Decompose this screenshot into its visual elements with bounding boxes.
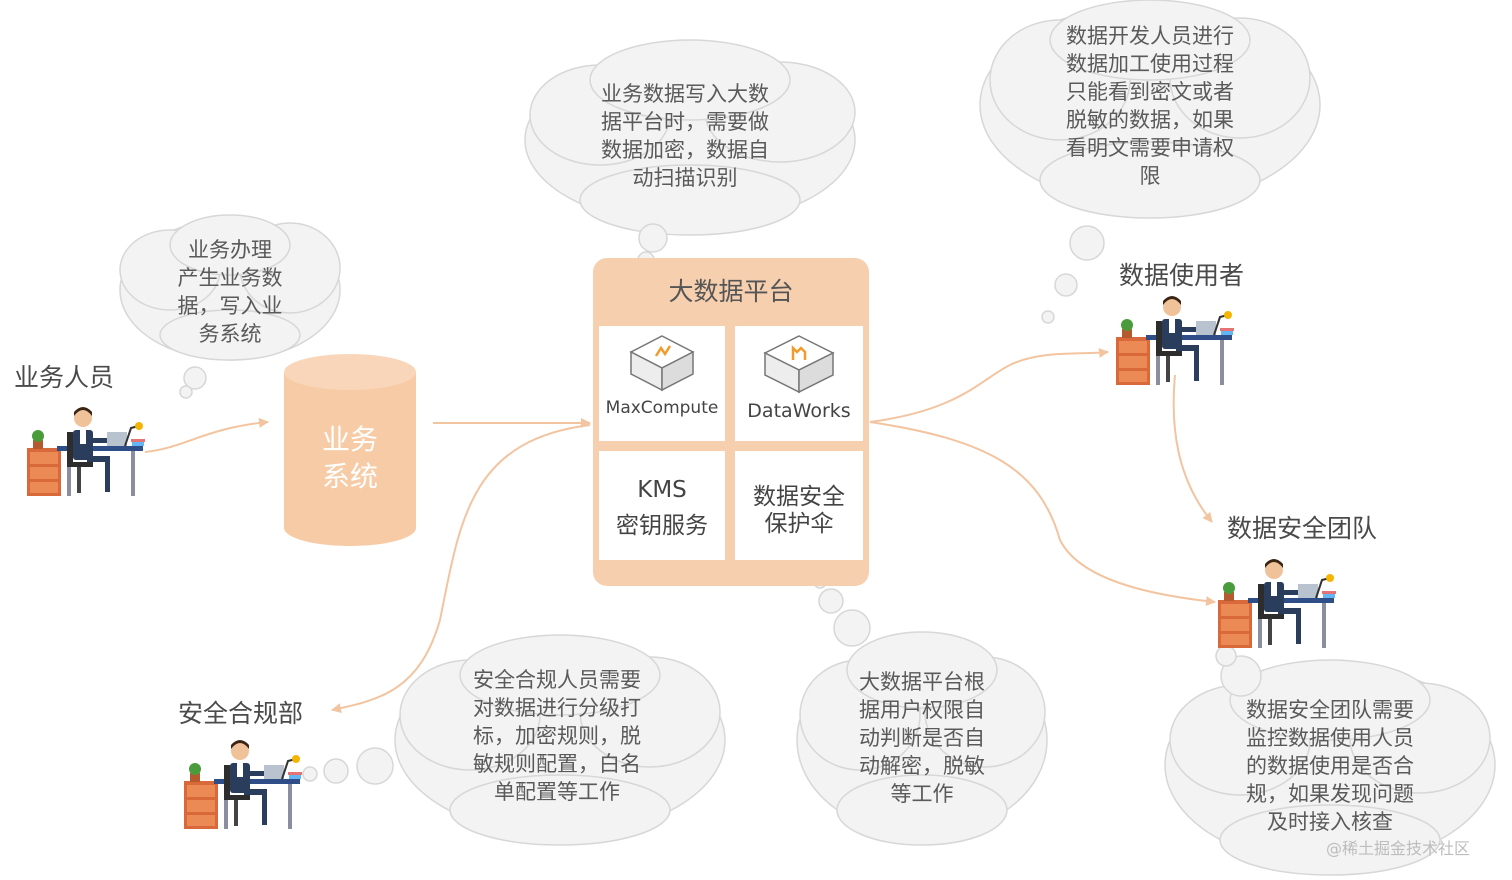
kms-label: KMS (637, 477, 687, 503)
kms-subtitle: 密钥服务 (616, 513, 708, 539)
cloud-text-platform-auth: 大数据平台根 据用户权限自 动判断是否自 动解密，脱敏 等工作 (842, 668, 1002, 808)
cloud-security-monitor (1164, 645, 1496, 876)
maxcompute-icon (629, 335, 695, 392)
dataworks-icon (763, 335, 835, 394)
cloud-text-security-monitor: 数据安全团队需要 监控数据使用人员 的数据使用是否合 规，如果发现问题 及时接入… (1225, 696, 1435, 836)
cloud-line: 动扫描识别 (632, 166, 738, 190)
arrow-user-to-team (1172, 374, 1213, 523)
cloud-line: 标，加密规则，脱 (473, 724, 641, 748)
cloud-line: 数据开发人员进行 (1066, 24, 1234, 48)
arrow-staff-to-system (144, 417, 269, 453)
cloud-line: 据，写入业 (177, 294, 283, 318)
cloud-line: 安全合规人员需要 (473, 668, 641, 692)
cloud-line: 据用户权限自 (859, 698, 985, 722)
dataworks-label: DataWorks (747, 400, 851, 422)
business-system-line1: 业务 (321, 423, 378, 456)
business-system-cylinder (284, 354, 416, 546)
cloud-developer (979, 0, 1321, 324)
cloud-line: 单配置等工作 (494, 780, 620, 804)
cloud-line: 的数据使用是否合 (1246, 754, 1414, 778)
cloud-line: 对数据进行分级打 (473, 696, 641, 720)
business-system-label: 业务 系统 (300, 421, 400, 495)
cloud-text-write-platform: 业务数据写入大数 据平台时，需要做 数据加密，数据自 动扫描识别 (580, 80, 790, 192)
big-data-platform: 大数据平台 MaxCompute DataWorks KMS 密钥服务 (593, 258, 869, 586)
cloud-line: 规，如果发现问题 (1246, 782, 1414, 806)
arrow-platform-to-user (869, 347, 1109, 423)
cloud-line: 务系统 (198, 322, 262, 346)
umbrella-label: 数据安全 (753, 484, 845, 510)
actor-compliance: 安全合规部 (178, 699, 304, 728)
cloud-text-compliance: 安全合规人员需要 对数据进行分级打 标，加密规则，脱 敏规则配置，白名 单配置等… (452, 666, 662, 806)
cloud-line: 业务数据写入大数 (601, 82, 769, 106)
cloud-line: 数据加工使用过程 (1066, 52, 1234, 76)
cloud-line: 只能看到密文或者 (1066, 80, 1234, 104)
business-system-line2: 系统 (321, 460, 378, 493)
cloud-line: 数据加密，数据自 (601, 138, 769, 162)
cloud-line: 及时接入核查 (1267, 810, 1393, 834)
platform-title: 大数据平台 (668, 277, 794, 306)
cloud-line: 脱敏的数据，如果 (1066, 108, 1234, 132)
person-compliance-icon (183, 739, 303, 830)
cloud-line: 数据安全团队需要 (1246, 698, 1414, 722)
cloud-text-business-flow: 业务办理 产生业务数 据，写入业 务系统 (150, 236, 310, 348)
cloud-line: 动判断是否自 (859, 726, 985, 750)
cloud-line: 据平台时，需要做 (601, 110, 769, 134)
actor-security-team: 数据安全团队 (1227, 514, 1378, 543)
tile-data-security-umbrella: 数据安全 保护伞 (735, 451, 863, 560)
cloud-line: 限 (1139, 164, 1161, 188)
cloud-compliance (302, 634, 726, 846)
watermark: @稀土掘金技术社区 (1326, 839, 1471, 858)
person-security-team-icon (1217, 558, 1337, 649)
cloud-business-flow (119, 214, 341, 399)
cloud-text-developer: 数据开发人员进行 数据加工使用过程 只能看到密文或者 脱敏的数据，如果 看明文需… (1045, 22, 1255, 190)
cloud-line: 动解密，脱敏 (859, 754, 985, 778)
cloud-line: 业务办理 (188, 238, 272, 262)
tile-kms: KMS 密钥服务 (599, 451, 725, 560)
actor-business-staff: 业务人员 (14, 363, 115, 392)
umbrella-subtitle: 保护伞 (764, 511, 834, 537)
cloud-line: 敏规则配置，白名 (473, 752, 641, 776)
cloud-line: 大数据平台根 (859, 670, 985, 694)
cloud-platform-auth (796, 575, 1048, 846)
arrow-platform-to-team (869, 421, 1216, 607)
cloud-line: 产生业务数 (177, 266, 283, 290)
tile-maxcompute: MaxCompute (599, 326, 725, 441)
arrow-platform-to-compliance (331, 424, 591, 714)
person-data-user-icon (1115, 295, 1235, 386)
cloud-line: 监控数据使用人员 (1246, 726, 1414, 750)
cloud-write-platform (524, 39, 856, 269)
person-business-staff-icon (26, 406, 146, 497)
cloud-line: 等工作 (890, 782, 954, 806)
cloud-line: 看明文需要申请权 (1066, 136, 1234, 160)
maxcompute-label: MaxCompute (605, 398, 719, 418)
tile-dataworks: DataWorks (735, 326, 863, 441)
actor-data-user: 数据使用者 (1119, 261, 1245, 290)
